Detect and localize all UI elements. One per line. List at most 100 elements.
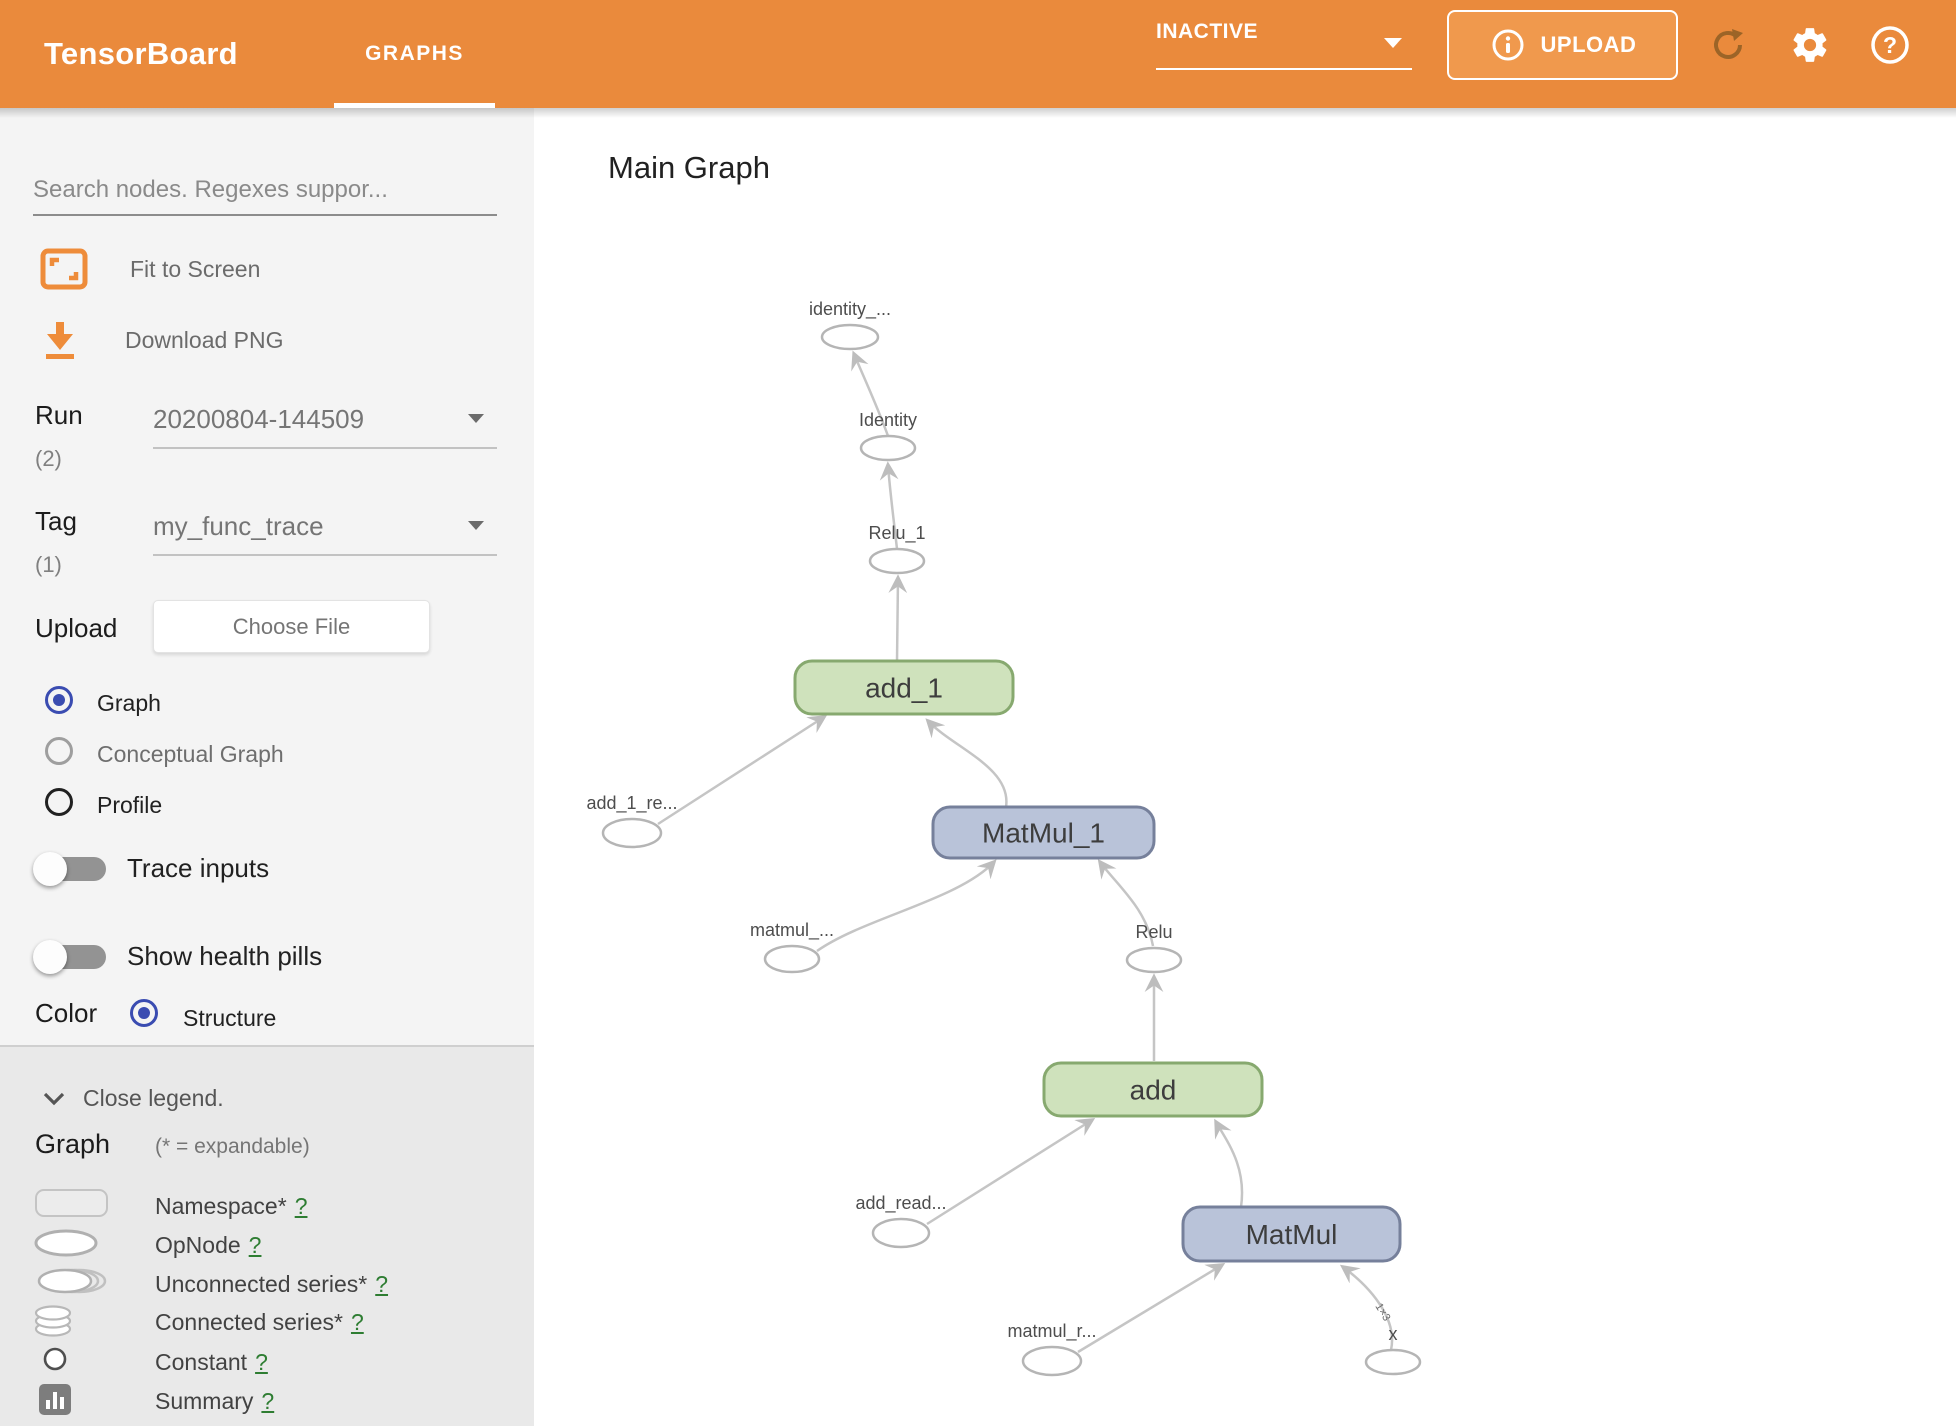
node-label: add_1: [865, 673, 943, 704]
upload-label: Upload: [35, 613, 118, 643]
node-label: matmul_...: [750, 920, 834, 941]
unconnected-series-shape-icon: [37, 1268, 107, 1294]
run-label: Run: [35, 400, 83, 430]
chevron-down-icon[interactable]: [468, 521, 484, 530]
graph-canvas[interactable]: 1×3identity_...IdentityRelu_1add_1add_1_…: [534, 108, 1956, 1426]
node-label: Relu_1: [868, 523, 925, 544]
status-value: INACTIVE: [1156, 20, 1259, 43]
legend-note: (* = expandable): [155, 1135, 310, 1158]
radio-icon: [130, 999, 158, 1027]
graph-node-matmul[interactable]: MatMul: [1181, 1205, 1402, 1263]
graph-edge-matmulread2-to-matmul1: [816, 859, 997, 953]
search-input[interactable]: [33, 166, 497, 216]
trace-inputs-toggle[interactable]: [33, 852, 110, 886]
run-count: (2): [35, 446, 62, 471]
radio-icon: [45, 686, 73, 714]
graph-node-x[interactable]: x: [1364, 1324, 1422, 1376]
graph-node-relu[interactable]: Relu: [1125, 922, 1183, 974]
namespace-shape-icon: [35, 1189, 108, 1217]
graph-node-add-read[interactable]: add_read...: [855, 1193, 947, 1249]
choose-file-button[interactable]: Choose File: [153, 600, 430, 653]
node-label: matmul_r...: [1007, 1321, 1096, 1342]
legend-panel: Close legend. Graph (* = expandable) Nam…: [0, 1045, 534, 1426]
fit-to-screen-icon: [40, 248, 88, 290]
help-link[interactable]: ?: [248, 1232, 262, 1258]
legend-heading: Graph: [35, 1129, 111, 1159]
show-health-pills-toggle[interactable]: [33, 940, 110, 974]
app-header: TensorBoard GRAPHS INACTIVE UPLOAD ?: [0, 0, 1956, 108]
close-legend-button[interactable]: Close legend.: [43, 1085, 224, 1112]
radio-icon: [45, 788, 73, 816]
run-dropdown[interactable]: 20200804-144509: [153, 404, 497, 449]
graph-node-matmul-read-2[interactable]: matmul_...: [750, 920, 834, 974]
tag-count: (1): [35, 552, 62, 577]
fit-to-screen-label: Fit to Screen: [130, 255, 261, 282]
chevron-down-icon[interactable]: [468, 414, 484, 423]
graph-node-matmul-read[interactable]: matmul_r...: [1007, 1321, 1097, 1377]
settings-button[interactable]: [1789, 24, 1831, 66]
status-dropdown[interactable]: INACTIVE: [1156, 20, 1412, 70]
legend-item-namespace: Namespace*?: [0, 1189, 534, 1227]
svg-text:?: ?: [1883, 32, 1897, 58]
node-label: MatMul_1: [982, 818, 1105, 849]
graph-node-add[interactable]: add: [1042, 1061, 1264, 1118]
graph-edge-matmul-to-add: [1214, 1118, 1244, 1208]
graph-edge-relu1-to-identity: [879, 461, 899, 550]
refresh-button[interactable]: [1707, 24, 1749, 66]
close-legend-label: Close legend.: [83, 1085, 224, 1111]
help-button[interactable]: ?: [1869, 24, 1911, 66]
legend-item-opnode: OpNode?: [0, 1228, 534, 1266]
tag-dropdown[interactable]: my_func_trace: [153, 511, 497, 556]
constant-shape-icon: [43, 1347, 67, 1371]
upload-button-label: UPLOAD: [1540, 32, 1637, 57]
opnode-shape-icon: [34, 1229, 98, 1257]
help-link[interactable]: ?: [255, 1349, 268, 1375]
graph-node-matmul-1[interactable]: MatMul_1: [931, 805, 1156, 860]
help-link[interactable]: ?: [350, 1309, 364, 1335]
graph-edge-identity-to-retval: [851, 350, 890, 437]
connected-series-shape-icon: [34, 1305, 72, 1337]
info-icon: [1492, 29, 1524, 61]
graph-node-relu-1[interactable]: Relu_1: [868, 523, 926, 575]
show-health-pills-label: Show health pills: [127, 941, 323, 971]
legend-item-constant: Constant?: [0, 1345, 534, 1383]
graph-edge-matmul1-to-add1: [925, 718, 1008, 808]
node-label: add_1_re...: [586, 793, 677, 814]
node-label: Relu: [1135, 922, 1172, 942]
trace-inputs-label: Trace inputs: [127, 853, 270, 883]
fit-to-screen-button[interactable]: Fit to Screen: [40, 248, 260, 290]
graph-edge-add1-to-relu1: [888, 574, 908, 662]
color-label: Color: [35, 998, 98, 1028]
graph-node-identity-retval[interactable]: identity_...: [809, 299, 891, 351]
help-link[interactable]: ?: [261, 1388, 275, 1414]
graph-node-add-1-read[interactable]: add_1_re...: [586, 793, 678, 849]
download-png-button[interactable]: Download PNG: [43, 320, 284, 360]
upload-button[interactable]: UPLOAD: [1447, 10, 1678, 80]
graph-node-add-1[interactable]: add_1: [793, 659, 1015, 716]
download-icon: [46, 322, 74, 359]
chevron-down-icon: [1384, 38, 1402, 48]
help-link[interactable]: ?: [294, 1193, 308, 1219]
chevron-down-icon: [43, 1092, 65, 1105]
node-label: add_read...: [855, 1193, 946, 1214]
legend-item-connected-series: Connected series*?: [0, 1305, 534, 1343]
graph-edge-addread-to-add: [926, 1118, 1096, 1226]
node-label: MatMul: [1246, 1219, 1338, 1250]
tab-graphs[interactable]: GRAPHS: [365, 42, 464, 65]
radio-icon: [45, 737, 73, 765]
refresh-icon: [1714, 29, 1743, 59]
summary-shape-icon: [39, 1384, 71, 1415]
help-link[interactable]: ?: [375, 1271, 389, 1297]
node-label: identity_...: [809, 299, 891, 320]
graph-node-identity[interactable]: Identity: [859, 410, 917, 462]
page-title: Main Graph: [608, 150, 770, 185]
legend-item-unconnected-series: Unconnected series*?: [0, 1267, 534, 1305]
graph-edge-add1read-to-add1: [657, 714, 828, 826]
graph-edge-relu-to-matmul1: [1097, 858, 1155, 947]
node-label: add: [1130, 1075, 1177, 1106]
download-png-label: Download PNG: [125, 326, 284, 353]
sidebar: Fit to Screen Download PNG Run (2) 20200…: [0, 108, 534, 1426]
gear-icon: [1793, 28, 1827, 62]
graph-edge-matmulread-to-matmul: [1077, 1263, 1226, 1354]
